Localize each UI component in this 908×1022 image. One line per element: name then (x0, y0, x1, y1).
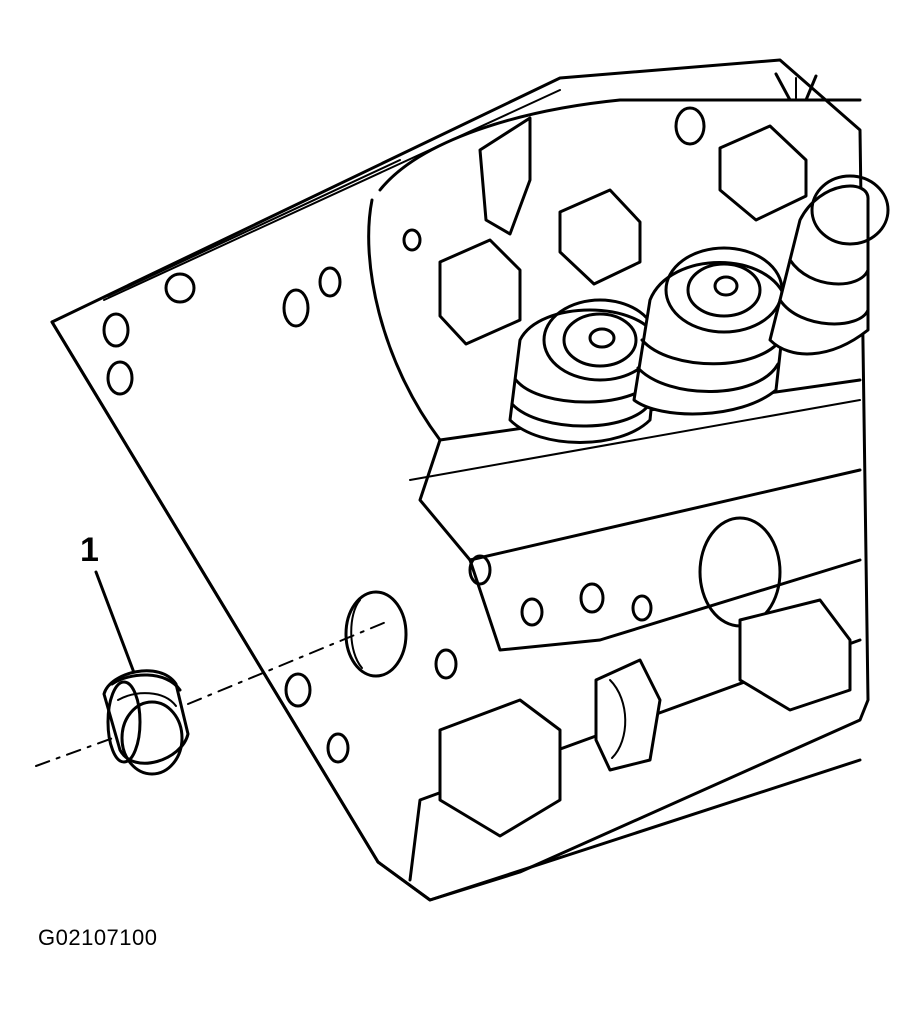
callout-leader (94, 570, 138, 680)
cylinder-head-plug (102, 669, 190, 776)
plug-centerline (35, 621, 387, 767)
valve-spring-1 (508, 298, 660, 444)
top-fitting (774, 72, 818, 102)
callout-number: 1 (80, 531, 99, 569)
valve-area-rail (367, 98, 862, 652)
port-bosses (438, 598, 852, 838)
rocker-pedestals (438, 116, 808, 346)
figure-code: G02107100 (38, 925, 158, 950)
head-casting (50, 58, 870, 902)
plug-bore (344, 590, 408, 678)
valve-spring-3 (768, 174, 890, 356)
valve-springs (508, 174, 890, 444)
